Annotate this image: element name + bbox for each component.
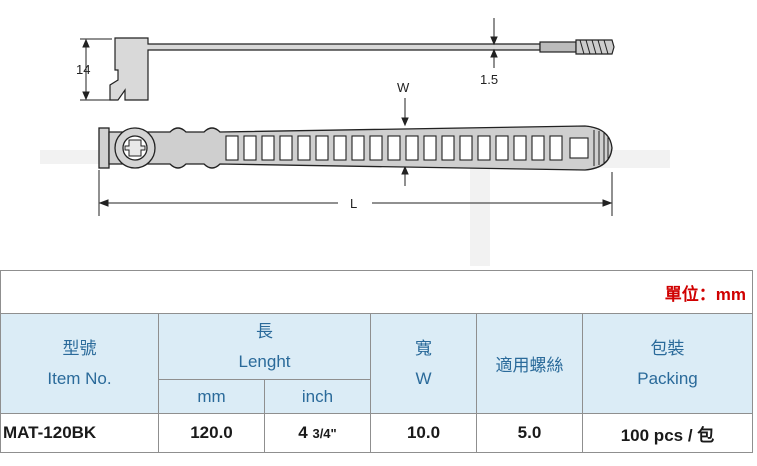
table-row: MAT-120BK 120.0 4 3/4" 10.0 5.0 100 pcs … xyxy=(0,413,754,453)
header-width: 寬 W xyxy=(370,313,477,414)
header-width-zh: 寬 xyxy=(415,338,432,358)
spec-table: 單位：mm 型號 Item No. 長 Lenght 寬 W 適用螺絲 包裝 P… xyxy=(0,270,754,453)
dim-width xyxy=(401,98,409,186)
header-model: 型號 Item No. xyxy=(0,313,159,414)
header-length-zh: 長 xyxy=(256,321,273,341)
side-view xyxy=(109,37,615,101)
header-length-mm: mm xyxy=(158,379,265,414)
unit-row: 單位：mm xyxy=(0,270,754,314)
header-screw: 適用螺絲 xyxy=(476,313,583,414)
cell-length-mm: 120.0 xyxy=(158,413,265,453)
cable-tie-drawing: 14 1.5 W xyxy=(40,18,670,266)
unit-label: 單位：mm xyxy=(0,270,754,314)
top-view xyxy=(98,125,613,171)
header-packing: 包裝 Packing xyxy=(581,313,754,414)
header-row-1: 型號 Item No. 長 Lenght 寬 W 適用螺絲 包裝 Packing xyxy=(0,313,754,414)
cell-length-inch-whole: 4 xyxy=(298,423,308,442)
dim-length xyxy=(98,170,613,216)
dim-length-label: L xyxy=(350,196,357,211)
cell-length-inch-frac: 3/4" xyxy=(312,426,337,441)
dim-height-label: 14 xyxy=(76,62,90,77)
header-packing-zh: 包裝 xyxy=(650,338,685,358)
cell-item-no: MAT-120BK xyxy=(0,413,159,453)
cell-screw: 5.0 xyxy=(476,413,583,453)
dim-width-label: W xyxy=(397,80,410,95)
header-model-en: Item No. xyxy=(47,368,112,388)
header-length: 長 Lenght xyxy=(158,313,371,380)
cell-width: 10.0 xyxy=(370,413,477,453)
header-model-zh: 型號 xyxy=(62,338,97,358)
cell-packing: 100 pcs / 包 xyxy=(581,413,754,453)
cell-length-inch: 4 3/4" xyxy=(264,413,371,453)
dim-thickness xyxy=(490,18,498,68)
header-length-en: Lenght xyxy=(238,351,291,371)
header-width-en: W xyxy=(415,368,432,388)
dim-thickness-label: 1.5 xyxy=(480,72,498,87)
header-length-inch: inch xyxy=(264,379,371,414)
header-packing-en: Packing xyxy=(637,368,698,388)
dim-height xyxy=(80,38,112,101)
